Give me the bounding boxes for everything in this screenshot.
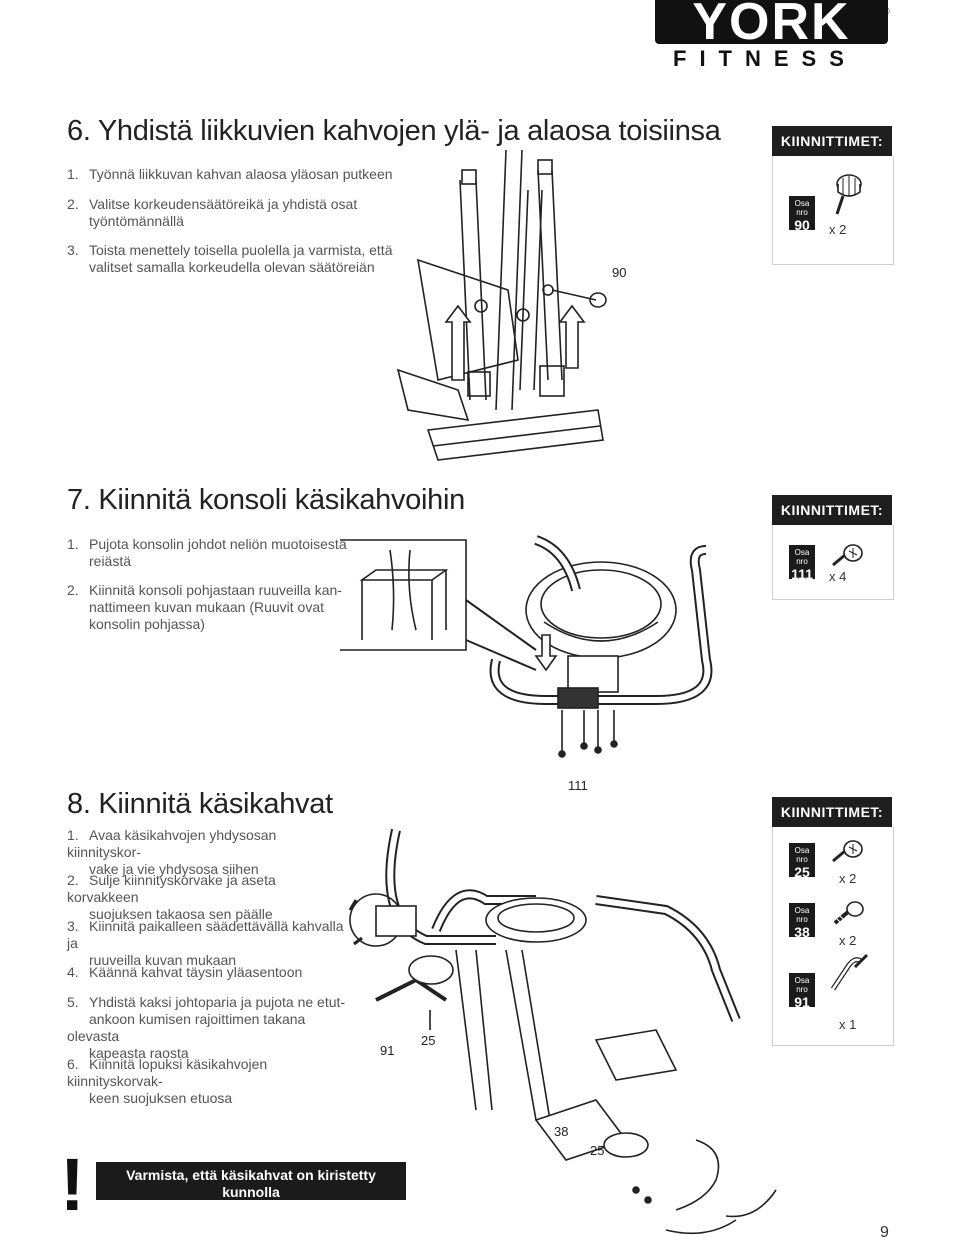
section-8-callout-91: 91 [380,1043,395,1058]
part-qty-90: x 2 [829,222,847,237]
section-6-step-3: 3.Toista menettely toisella puolella ja … [67,242,393,275]
logo-york-text: YORK [655,0,888,48]
section-8-callout-38: 38 [554,1124,569,1139]
section-7-callout-111: 111 [568,778,588,793]
logo-fitness-text: FITNESS [673,46,857,71]
section-6-title: 6. Yhdistä liikkuvien kahvojen ylä- ja a… [67,115,721,147]
section-8-step-6: 6.Kiinnitä lopuksi käsikahvojen kiinnity… [67,1056,268,1106]
part-qty-111: x 4 [829,569,847,584]
warning-text-line-1: Varmista, että käsikahvat on kiristetty … [126,1167,376,1200]
section-8-step-3: 3.Kiinnitä paikalleen säädettävällä kahv… [67,918,344,968]
page-number: 9 [880,1224,889,1241]
warning-exclamation-icon: ! [60,1143,85,1226]
section-6-step-1: 1.Työnnä liikkuvan kahvan alaosa yläosan… [67,166,393,182]
section-8-callout-25b: 25 [590,1143,605,1158]
logo-registered-mark: ® [883,6,890,16]
york-fitness-logo: YORK ® FITNESS [655,0,890,72]
section-8-step-1: 1.Avaa käsikahvojen yhdysosan kiinnitysk… [67,827,277,877]
section-7-fasteners-heading: KIINNITTIMET: [772,495,892,525]
bolt-icon [833,901,864,925]
section-8-step-4: 4.Käännä kahvat täysin yläasentoon [67,964,303,980]
screw-icon [832,840,863,863]
section-8-step-2: 2.Sulje kiinnityskorvake ja aseta korvak… [67,872,276,922]
section-7-step-1: 1.Pujota konsolin johdot neliön muotoise… [67,536,347,569]
section-8-step-5: 5.Yhdistä kaksi johtoparia ja pujota ne … [67,994,346,1061]
section-6-step-2: 2.Valitse korkeudensäätöreikä ja yhdistä… [67,196,358,229]
section-7-illustration [340,535,713,758]
warning-text-line-2: paikoilleen säädettävällä kahvalla. [137,1201,365,1217]
section-6-fasteners-heading: KIINNITTIMET: [772,126,892,156]
section-8-title: 8. Kiinnitä käsikahvat [67,788,333,820]
section-7-title: 7. Kiinnitä konsoli käsikahvoihin [67,484,465,516]
part-qty-25: x 2 [839,871,857,886]
section-8-callout-25a: 25 [421,1033,436,1048]
lever-knob-icon [830,953,869,991]
section-6-illustration [396,149,607,461]
section-6-callout-90: 90 [612,265,627,280]
warning-box: Varmista, että käsikahvat on kiristetty … [96,1162,406,1217]
knob-icon [835,174,862,215]
screw-icon [832,544,863,567]
part-qty-38: x 2 [839,933,857,948]
section-8-fasteners-heading: KIINNITTIMET: [772,797,892,827]
part-qty-91: x 1 [839,1017,857,1032]
section-8-illustration [348,828,777,1235]
section-7-step-2: 2.Kiinnitä konsoli pohjastaan ruuveilla … [67,582,342,632]
